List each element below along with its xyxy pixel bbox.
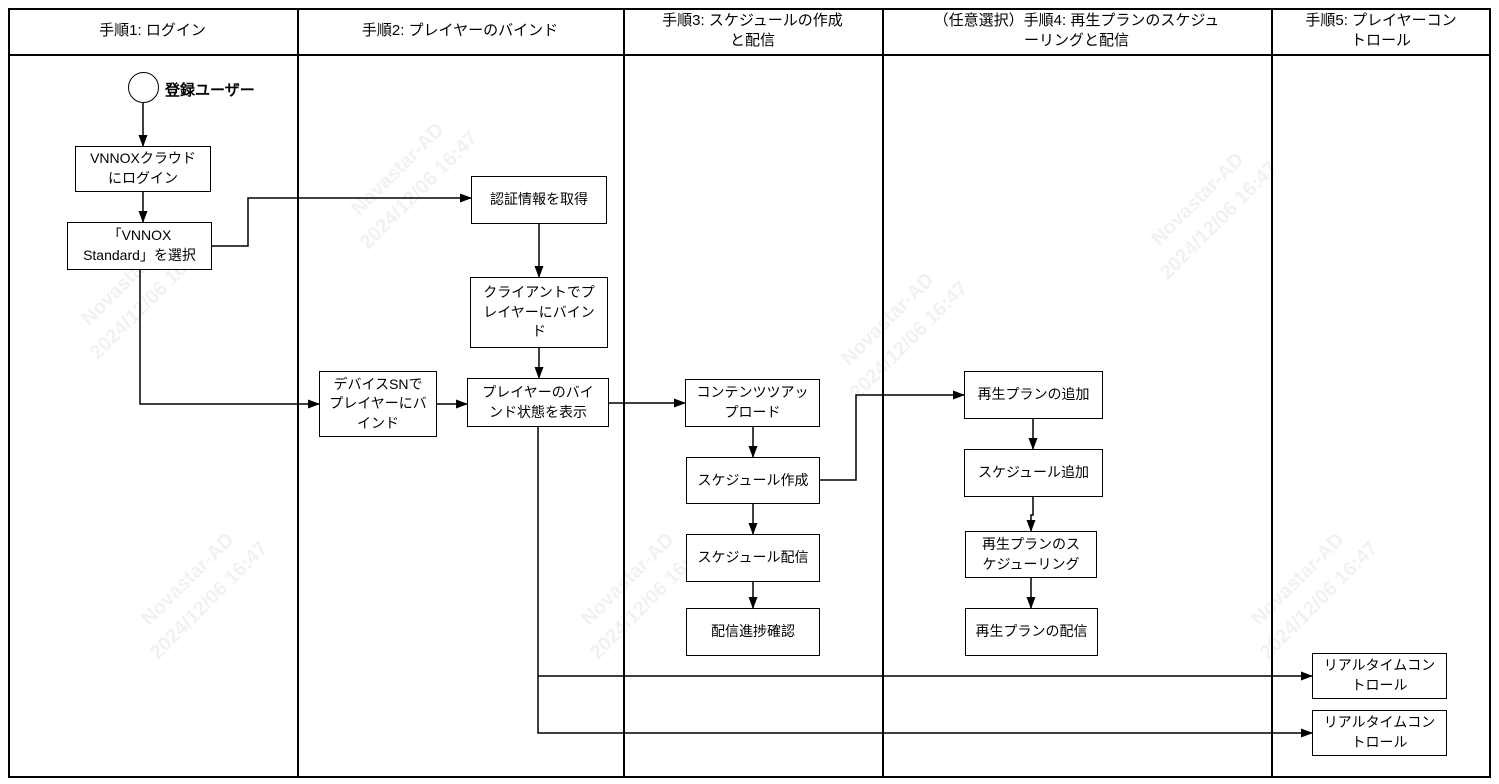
node-check-publish-progress: 配信進捗確認 xyxy=(686,608,820,656)
lane-header-step4: （任意選択）手順4: 再生プランのスケジュ ーリングと配信 xyxy=(933,11,1220,49)
lane-header-step5: 手順5: プレイヤーコン トロール xyxy=(1305,11,1457,49)
node-play-plan-scheduling: 再生プランのス ケジューリング xyxy=(965,531,1097,578)
lane-header-step2: 手順2: プレイヤーのバインド xyxy=(361,21,559,39)
node-publish-schedule: スケジュール配信 xyxy=(686,534,820,582)
node-get-auth-info: 認証情報を取得 xyxy=(471,176,607,224)
node-bind-player-in-client: クライアントでプ レイヤーにバイン ド xyxy=(470,277,608,348)
start-circle xyxy=(128,72,159,103)
lane-divider-4 xyxy=(1271,8,1273,778)
lane-divider-3 xyxy=(882,8,884,778)
node-publish-play-plan: 再生プランの配信 xyxy=(965,608,1098,656)
node-add-play-plan: 再生プランの追加 xyxy=(964,371,1103,419)
lane-divider-1 xyxy=(297,8,299,778)
node-content-upload: コンテンツツアッ プロード xyxy=(685,379,820,427)
node-login-vnnox-cloud: VNNOXクラウド にログイン xyxy=(75,146,211,192)
lane-header-step3: 手順3: スケジュールの作成 と配信 xyxy=(662,11,843,49)
node-bind-player-by-device-sn: デバイスSNで プレイヤーにバ インド xyxy=(319,371,437,437)
header-separator xyxy=(8,54,1491,56)
node-create-schedule: スケジュール作成 xyxy=(686,457,820,504)
node-show-player-bind-status: プレイヤーのバイ ンド状態を表示 xyxy=(467,378,609,427)
node-realtime-control-2: リアルタイムコン トロール xyxy=(1312,710,1447,756)
node-realtime-control-1: リアルタイムコン トロール xyxy=(1312,653,1447,699)
start-label: 登録ユーザー xyxy=(165,82,255,99)
lane-header-step1: 手順1: ログイン xyxy=(99,21,206,39)
node-select-vnnox-standard: 「VNNOX Standard」を選択 xyxy=(67,222,212,270)
lane-divider-2 xyxy=(623,8,625,778)
diagram-frame xyxy=(8,8,1491,778)
node-add-schedule: スケジュール追加 xyxy=(964,449,1103,497)
